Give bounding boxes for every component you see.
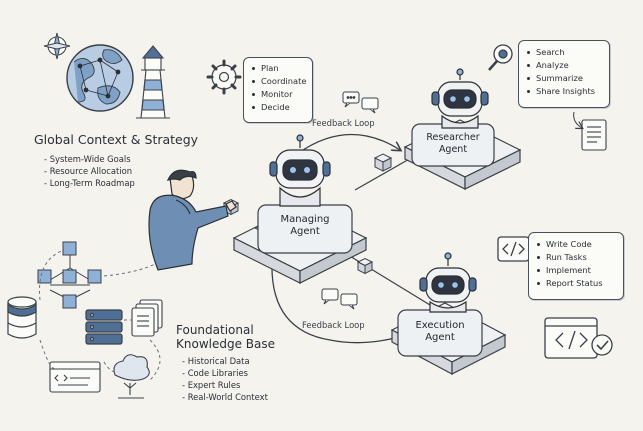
task-item: Analyze [527, 59, 609, 72]
knowledge-title-line1: Foundational [176, 323, 254, 337]
database-icon [7, 296, 37, 339]
execution-agent-label: Execution Agent [400, 320, 480, 344]
compass-icon [43, 32, 71, 60]
task-item: Decide [252, 101, 312, 114]
task-item: Coordinate [252, 75, 312, 88]
task-item: Share Insights [527, 85, 609, 98]
code-window-icon [544, 317, 598, 359]
managing-tasks-note: Plan Coordinate Monitor Decide [243, 57, 313, 123]
arrow [573, 111, 582, 128]
task-item: Summarize [527, 72, 609, 85]
task-item: Implement [537, 264, 623, 277]
task-item: Run Tasks [537, 251, 623, 264]
label-line: Agent [438, 144, 468, 155]
list-item: Code Libraries [182, 367, 268, 379]
document-icon [581, 119, 607, 151]
magnifier-icon [488, 44, 513, 71]
list-item: System-Wide Goals [44, 153, 135, 165]
label-line: Researcher [426, 132, 480, 143]
task-item: Search [527, 46, 609, 59]
researcher-tasks-note: Search Analyze Summarize Share Insights [518, 40, 610, 108]
list-item: Real-World Context [182, 391, 268, 403]
researcher-plate [403, 119, 522, 190]
check-icon [591, 334, 613, 356]
code-icon [497, 236, 530, 262]
list-item: Long-Term Roadmap [44, 177, 135, 189]
list-item: Resource Allocation [44, 165, 135, 177]
tree-icon [113, 354, 150, 399]
task-item: Report Status [537, 277, 623, 290]
server-icon [85, 309, 123, 345]
gear-icon [206, 59, 242, 95]
robot-icon [269, 134, 331, 207]
lighthouse-icon [136, 45, 170, 119]
label-line: Agent [425, 332, 455, 343]
task-item: Write Code [537, 238, 623, 251]
knowledge-list: Historical Data Code Libraries Expert Ru… [182, 355, 268, 403]
label-line: Agent [290, 226, 320, 237]
cube-network-icon [37, 241, 102, 309]
person-icon [148, 169, 237, 271]
managing-agent-label: Managing Agent [262, 214, 348, 238]
files-icon [131, 299, 163, 337]
knowledge-title-line2: Knowledge Base [176, 337, 275, 351]
list-item: Expert Rules [182, 379, 268, 391]
code-window-icon [49, 361, 101, 393]
robot-icon [431, 68, 489, 129]
label-line: Execution [415, 320, 465, 331]
global-context-title: Global Context & Strategy [34, 132, 199, 147]
global-context-list: System-Wide Goals Resource Allocation Lo… [44, 153, 135, 189]
connector-lines [339, 149, 431, 306]
task-item: Plan [252, 62, 312, 75]
execution-plate [390, 302, 507, 375]
feedback-arc-bottom [272, 262, 415, 344]
managing-plate [232, 204, 368, 284]
researcher-agent-label: Researcher Agent [414, 132, 492, 156]
task-item: Monitor [252, 88, 312, 101]
chat-bubble-icon [342, 91, 379, 114]
globe-icon [66, 44, 134, 112]
robot-icon [419, 252, 477, 313]
feedback-arc-top [300, 133, 400, 152]
feedback-loop-label-top: Feedback Loop [312, 118, 375, 128]
feedback-loop-label-bottom: Feedback Loop [302, 320, 365, 330]
chat-bubble-icon [321, 288, 358, 310]
list-item: Historical Data [182, 355, 268, 367]
label-line: Managing [280, 214, 330, 225]
knowledge-title: Foundational Knowledge Base [176, 323, 275, 351]
execution-tasks-note: Write Code Run Tasks Implement Report St… [528, 232, 624, 300]
